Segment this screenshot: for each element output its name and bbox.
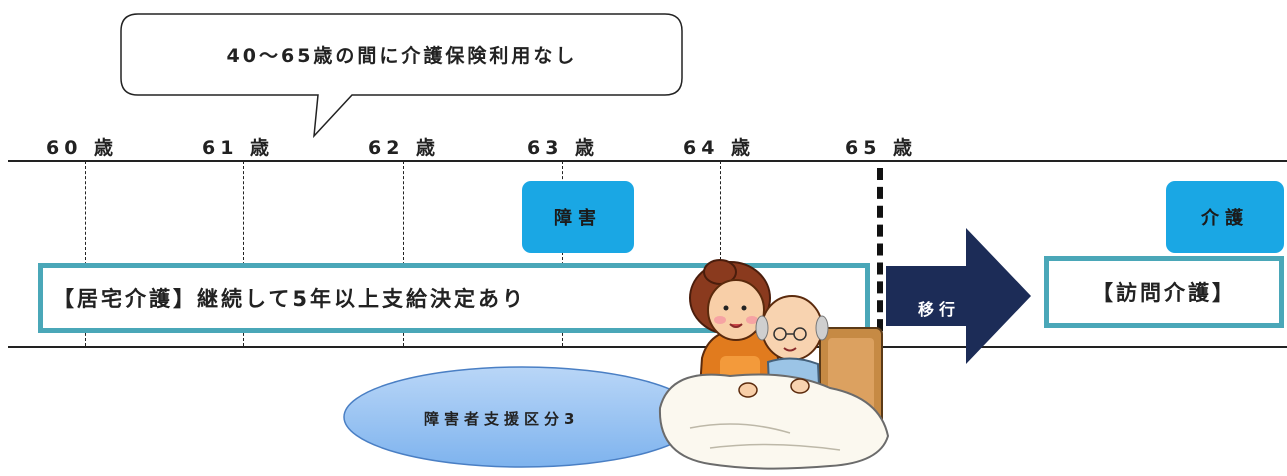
transition-label: 移行 bbox=[918, 300, 961, 319]
care-badge: 介護 bbox=[1166, 181, 1284, 253]
transition-arrow bbox=[886, 228, 1031, 364]
year-divider-64 bbox=[720, 161, 721, 346]
age-label-61: 61 歳 bbox=[202, 137, 275, 159]
caregiver-illustration bbox=[658, 259, 890, 470]
age-65-boundary bbox=[877, 168, 883, 350]
age-label-62: 62 歳 bbox=[368, 137, 441, 159]
year-divider-61 bbox=[243, 161, 244, 346]
timeline-top-line bbox=[8, 160, 1287, 162]
year-divider-62 bbox=[403, 161, 404, 346]
year-divider-63 bbox=[562, 161, 563, 346]
age-label-63: 63 歳 bbox=[527, 137, 600, 159]
support-level-label: 障害者支援区分3 bbox=[424, 410, 580, 428]
callout-bubble bbox=[120, 13, 683, 139]
callout-text: 40～65歳の間に介護保険利用なし bbox=[226, 44, 578, 67]
age-label-65: 65 歳 bbox=[845, 137, 918, 159]
age-label-64: 64 歳 bbox=[683, 137, 756, 159]
visiting-care-box: 【訪問介護】 bbox=[1044, 256, 1284, 328]
disability-badge: 障害 bbox=[522, 181, 634, 253]
year-divider-60 bbox=[85, 161, 86, 346]
age-label-60: 60 歳 bbox=[46, 137, 119, 159]
timeline-bottom-line bbox=[8, 346, 1287, 348]
